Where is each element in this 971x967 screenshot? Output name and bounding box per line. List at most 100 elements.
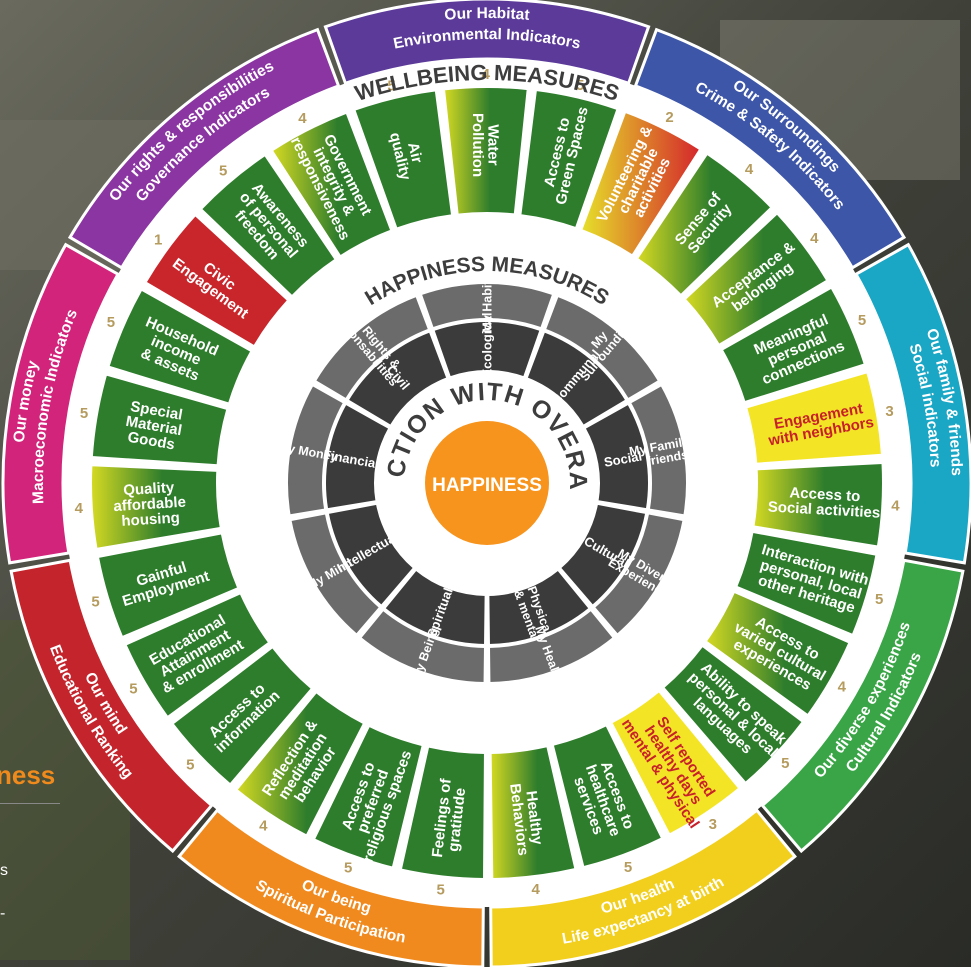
score-label: 5	[344, 860, 352, 877]
score-label: 4	[838, 678, 847, 695]
happiness-inner-label-line: Social	[603, 448, 643, 469]
happiness-inner-segment	[432, 320, 542, 379]
happiness-outer-segment	[543, 294, 661, 401]
score-label: 4	[891, 498, 900, 515]
score-label: 5	[219, 162, 227, 179]
wellbeing-label-line: Access to	[789, 484, 861, 505]
happiness-inner-segment	[525, 330, 628, 428]
wellbeing-segment	[735, 530, 878, 637]
happiness-outer-label: My Habitat	[480, 269, 494, 333]
score-label: 5	[781, 755, 789, 772]
side-text: -	[0, 905, 6, 922]
divider	[0, 803, 60, 804]
score-label: 3	[885, 403, 893, 420]
score-label: 5	[387, 77, 395, 94]
wellbeing-segment	[270, 111, 393, 258]
wellbeing-segment	[353, 89, 454, 230]
wellbeing-segment	[489, 744, 577, 880]
wellbeing-segment	[661, 644, 805, 785]
score-label: 5	[624, 859, 632, 876]
happiness-outer-segment	[313, 294, 431, 401]
wellbeing-label-line: Pollution	[469, 113, 486, 177]
score-label: 2	[665, 109, 673, 126]
score-label: 5	[107, 314, 115, 331]
indicator-label: Our Habitat	[444, 5, 531, 24]
score-label: 4	[75, 500, 84, 517]
wellbeing-segment	[235, 690, 366, 837]
happiness-center	[425, 421, 549, 545]
happiness-inner-segment	[487, 568, 592, 647]
wellbeing-segment	[744, 371, 884, 465]
wellbeing-segment	[96, 532, 240, 639]
happiness-outer-segment	[628, 383, 688, 517]
happiness-outer-segment	[289, 512, 382, 637]
score-label: 4	[298, 110, 307, 127]
wellbeing-segment	[551, 723, 664, 869]
wellbeing-segment	[90, 373, 229, 467]
wellbeing-segment	[683, 212, 829, 347]
happiness-label: HAPPINESS	[432, 475, 542, 496]
wellbeing-segment	[124, 591, 271, 719]
score-label: 5	[437, 881, 445, 898]
wellbeing-segment	[752, 461, 884, 548]
wellbeing-segment	[90, 464, 222, 550]
wellbeing-segment	[720, 286, 867, 404]
score-label: 4	[259, 817, 268, 834]
wellbeing-label-line: Healthy	[522, 790, 545, 846]
score-label: 5	[875, 591, 883, 608]
score-label: 5	[91, 593, 99, 610]
wellbeing-segment	[635, 152, 773, 297]
happiness-inner-segment	[583, 402, 650, 511]
happiness-outer-segment	[487, 608, 616, 684]
wellbeing-segment	[399, 745, 486, 880]
wellbeing-segment	[704, 590, 851, 717]
happiness-inner-segment	[324, 402, 391, 511]
happiness-inner-segment	[382, 568, 487, 647]
wellbeing-segment	[579, 110, 702, 257]
happiness-inner-label: Social	[603, 448, 643, 469]
side-text: s	[0, 862, 8, 879]
score-label: 4	[531, 881, 540, 898]
wellbeing-label-line: housing	[121, 509, 180, 530]
happiness-outer-segment	[358, 608, 487, 684]
score-label: 1	[154, 232, 162, 249]
wellbeing-label-line: Social activities	[767, 498, 880, 521]
score-label: 5	[186, 757, 194, 774]
happiness-inner-label: Ecological	[480, 312, 495, 377]
wellbeing-segment	[312, 724, 424, 869]
happiness-outer-segment	[286, 383, 346, 517]
wellbeing-label-line: Quality	[123, 479, 175, 499]
wellbeing-label-line: affordable	[113, 494, 186, 515]
score-label: 5	[576, 77, 584, 94]
wellbeing-segment	[107, 288, 253, 405]
wellbeing-segment	[610, 689, 741, 836]
wellbeing-label-line: Water	[484, 124, 501, 165]
happiness-outer-segment	[419, 282, 555, 330]
score-label: 5	[80, 405, 88, 422]
wellbeing-segment	[199, 153, 338, 298]
happiness-inner-segment	[326, 502, 416, 608]
score-label: 5	[129, 681, 137, 698]
wellbeing-segment	[171, 645, 314, 786]
wellbeing-segment	[519, 88, 619, 230]
happiness-inner-segment	[558, 502, 648, 608]
score-label: 3	[709, 816, 717, 833]
score-label: 5	[858, 312, 866, 329]
score-label: 4	[745, 161, 754, 178]
happiness-outer-label-line: My Habitat	[480, 269, 494, 333]
happiness-inner-label-line: Ecological	[480, 312, 495, 377]
happiness-inner-segment	[346, 330, 449, 428]
score-label: 4	[810, 230, 819, 247]
happiness-outer-segment	[592, 512, 685, 637]
wellbeing-segment	[144, 213, 290, 348]
wellbeing-label-line: Air	[404, 141, 425, 165]
wellbeing-segment	[442, 86, 529, 216]
score-label: 4	[482, 66, 491, 83]
